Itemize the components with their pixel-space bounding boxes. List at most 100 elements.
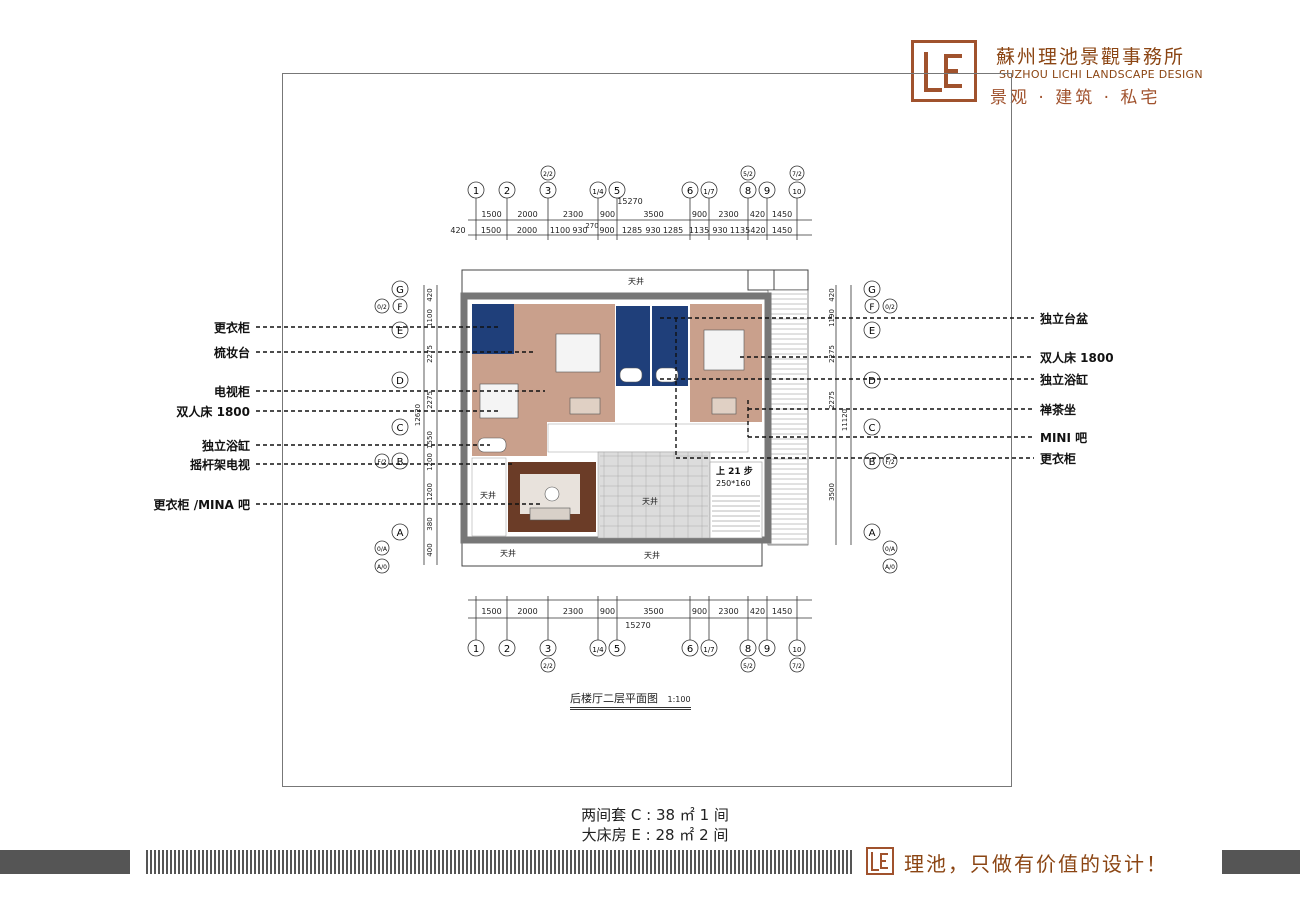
- grid-bubble-right-label-4: B: [869, 457, 876, 468]
- dim-top2-13: 1450: [772, 226, 792, 235]
- plan-title-text: 后楼厅二层平面图: [570, 692, 658, 705]
- grid-bubble-f-1: [864, 298, 880, 314]
- grid-bubble-left-1: [391, 321, 409, 339]
- grid-bubble-right-0: [863, 280, 881, 298]
- dim-bottom-4: 3500: [643, 607, 663, 616]
- grid-bubble-f-0: [392, 298, 408, 314]
- grid-bubble-left-3: [391, 418, 409, 436]
- dim-top2-8: 1285: [663, 226, 683, 235]
- grid-bubble-bottom-7: [739, 639, 757, 657]
- dim-left-8: 400: [426, 543, 434, 556]
- tub-e1: [619, 367, 643, 383]
- dim-bottom-5: 900: [692, 607, 707, 616]
- dim-right-5: 3500: [828, 483, 836, 501]
- tub-c: [477, 437, 507, 453]
- plan-scale: 1:100: [667, 695, 691, 704]
- grid-bubble-bottom-1: [498, 639, 516, 657]
- bed-e2: [703, 329, 745, 371]
- desk-e1: [569, 397, 601, 415]
- dim-top2-7: 930: [645, 226, 660, 235]
- grid-bubble-bottom-0: [467, 639, 485, 657]
- grid-sub-top-label-1: 5/2: [743, 171, 753, 178]
- grid-bubble-top-9: [788, 181, 806, 199]
- side-dimension-lines: [423, 285, 852, 565]
- dim-left-3: 2275: [426, 391, 434, 409]
- brand-logo: [911, 40, 977, 102]
- grid-bubble-left-0: [391, 280, 409, 298]
- footer-logo-icon: [866, 847, 894, 875]
- dim-top1-7: 420: [750, 210, 765, 219]
- brand-tagline: 景观 · 建筑 · 私宅: [990, 88, 1161, 108]
- tea-seat: [711, 397, 737, 415]
- callout-left-2: 电视柜: [213, 385, 250, 399]
- summary-line-2: 大床房 E : 28 ㎡ 2 间: [581, 826, 729, 844]
- dim-top1-0: 1500: [481, 210, 501, 219]
- grid-sub-left-label-3: A/0: [377, 564, 387, 571]
- summary-line-1: 两间套 C : 38 ㎡ 1 间: [581, 806, 729, 824]
- dim-top1-1: 2000: [517, 210, 537, 219]
- grid-bubble-bottom-3: [589, 639, 607, 657]
- grid-bubble-right-label-2: D: [868, 376, 876, 387]
- callout-left-4: 独立浴缸: [201, 439, 250, 453]
- grid-bubble-top-1: [498, 181, 516, 199]
- grid-sub-top-2: [789, 165, 805, 181]
- dim-left-7: 380: [426, 517, 434, 530]
- grid-bubble-bottom-6: [700, 639, 718, 657]
- grid-sub-left-2: [374, 540, 390, 556]
- grid-bubble-right-2: [863, 371, 881, 389]
- grid-bubble-bottom-label-9: 10: [793, 646, 802, 654]
- callout-right-4: MINI 吧: [1040, 431, 1088, 445]
- sofa: [529, 507, 571, 521]
- callout-left-3: 双人床 1800: [176, 405, 250, 419]
- hall-tiles: [600, 452, 708, 538]
- room-label-courtyard-2: 天井: [642, 496, 658, 506]
- dim-bottom-1: 2000: [517, 607, 537, 616]
- grid-bubble-right-1: [863, 321, 881, 339]
- grid-bubble-left-5: [391, 523, 409, 541]
- grid-bubble-bottom-8: [758, 639, 776, 657]
- grid-ticks: [475, 198, 798, 640]
- grid-sub-bottom-0: [540, 657, 556, 673]
- grid-bubble-bottom-label-2: 3: [545, 644, 551, 655]
- callout-left-0: 更衣柜: [213, 321, 250, 335]
- grid-sub-bottom-label-0: 2/2: [543, 663, 553, 670]
- grid-sub-bottom-2: [789, 657, 805, 673]
- grid-bubble-bottom-label-8: 9: [764, 644, 770, 655]
- dim-top1-6: 2300: [718, 210, 738, 219]
- grid-bubble-bottom-label-0: 1: [473, 644, 479, 655]
- grid-sub-bottom-label-2: 7/2: [792, 663, 802, 670]
- grid-bubble-bottom-label-7: 8: [745, 644, 751, 655]
- grid-bubble-f-label-0: F: [397, 303, 402, 313]
- grid-bubble-top-5: [681, 181, 699, 199]
- grid-bubble-top-label-2: 3: [545, 186, 551, 197]
- grid-bubble-bottom-5: [681, 639, 699, 657]
- grid-sub-left-label-0: 0/2: [377, 304, 387, 311]
- grid-bubble-top-label-3: 1/4: [592, 188, 604, 196]
- dim-left-4: 1550: [426, 431, 434, 449]
- drawing-frame: [282, 73, 1012, 787]
- grid-bubble-top-label-5: 6: [687, 186, 693, 197]
- dim-bottom-6: 2300: [718, 607, 738, 616]
- callout-right-5: 更衣柜: [1040, 452, 1077, 466]
- grid-bubble-left-label-4: B: [397, 457, 404, 468]
- callout-left-5: 摇杆架电视: [189, 458, 250, 472]
- lc-monogram-icon: [924, 52, 962, 92]
- dim-bottom-0: 1500: [481, 607, 501, 616]
- dim-total-top: 15270: [617, 197, 642, 206]
- dim-top2-12: 420: [750, 226, 765, 235]
- dim-top2-0: 420: [450, 226, 465, 235]
- callout-leaders: [256, 317, 1034, 505]
- grid-bubble-left-label-2: D: [396, 376, 404, 387]
- dim-top1-4: 3500: [643, 210, 663, 219]
- dim-left-5: 1200: [426, 453, 434, 471]
- stair-dim: 250*160: [716, 479, 751, 488]
- grid-bubble-right-label-1: E: [869, 326, 875, 337]
- furniture: [477, 329, 745, 521]
- grid-bubble-bottom-label-3: 1/4: [592, 646, 604, 654]
